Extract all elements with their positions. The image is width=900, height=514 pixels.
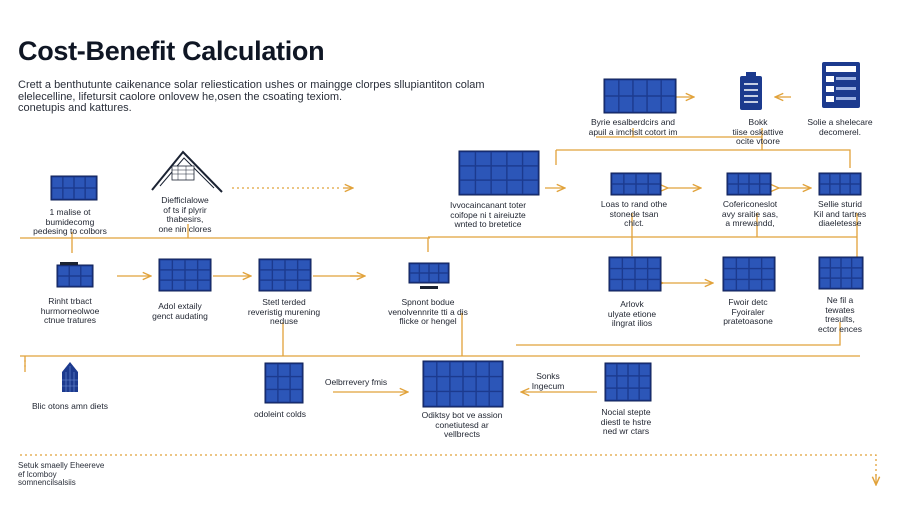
solar-panel-icon (408, 262, 450, 284)
vertical-panel-icon (62, 362, 78, 392)
page-subtitle: Crett a benthutunte caikenance solar rel… (18, 79, 578, 115)
panel-mount-icon (420, 286, 438, 289)
subtitle-line: Crett a benthutunte caikenance solar rel… (18, 79, 485, 91)
solar-panel-icon (818, 256, 864, 290)
solar-panel-icon (158, 258, 212, 292)
panel-mount-icon (60, 262, 78, 265)
document-form-icon (822, 62, 860, 108)
node-label: Blic otons amn diets (31, 401, 109, 411)
solar-panel-icon (458, 150, 540, 196)
subtitle-line: elelecelline, lifetursit caolore onlovew… (18, 90, 343, 103)
house-solar-icon (151, 150, 223, 193)
solar-panel-icon (258, 258, 312, 292)
solar-panel-icon (264, 362, 304, 404)
solar-panel-icon (603, 78, 677, 114)
dashed-connector (20, 454, 877, 478)
page-title: Cost-Benefit Calculation (18, 36, 325, 66)
solar-panel-icon (608, 256, 662, 292)
flow-line (555, 128, 851, 168)
edge-label: Oelbrrevery fmis (324, 377, 388, 387)
solar-panel-icon (56, 264, 94, 288)
solar-panel-icon (722, 256, 776, 292)
solar-panel-icon (610, 172, 662, 196)
subtitle-line: conetupis and kattures. (18, 102, 132, 114)
flow-line (20, 224, 430, 253)
battery-icon (740, 72, 762, 110)
flow-line (20, 313, 860, 370)
flow-line (516, 322, 841, 346)
solar-panel-icon (604, 362, 652, 402)
solar-panel-icon (726, 172, 772, 196)
solar-panel-icon (818, 172, 862, 196)
solar-panel-icon (422, 360, 504, 408)
flow-line (428, 213, 858, 257)
node-label: odoleint colds (254, 409, 306, 419)
solar-panel-icon (50, 175, 98, 201)
